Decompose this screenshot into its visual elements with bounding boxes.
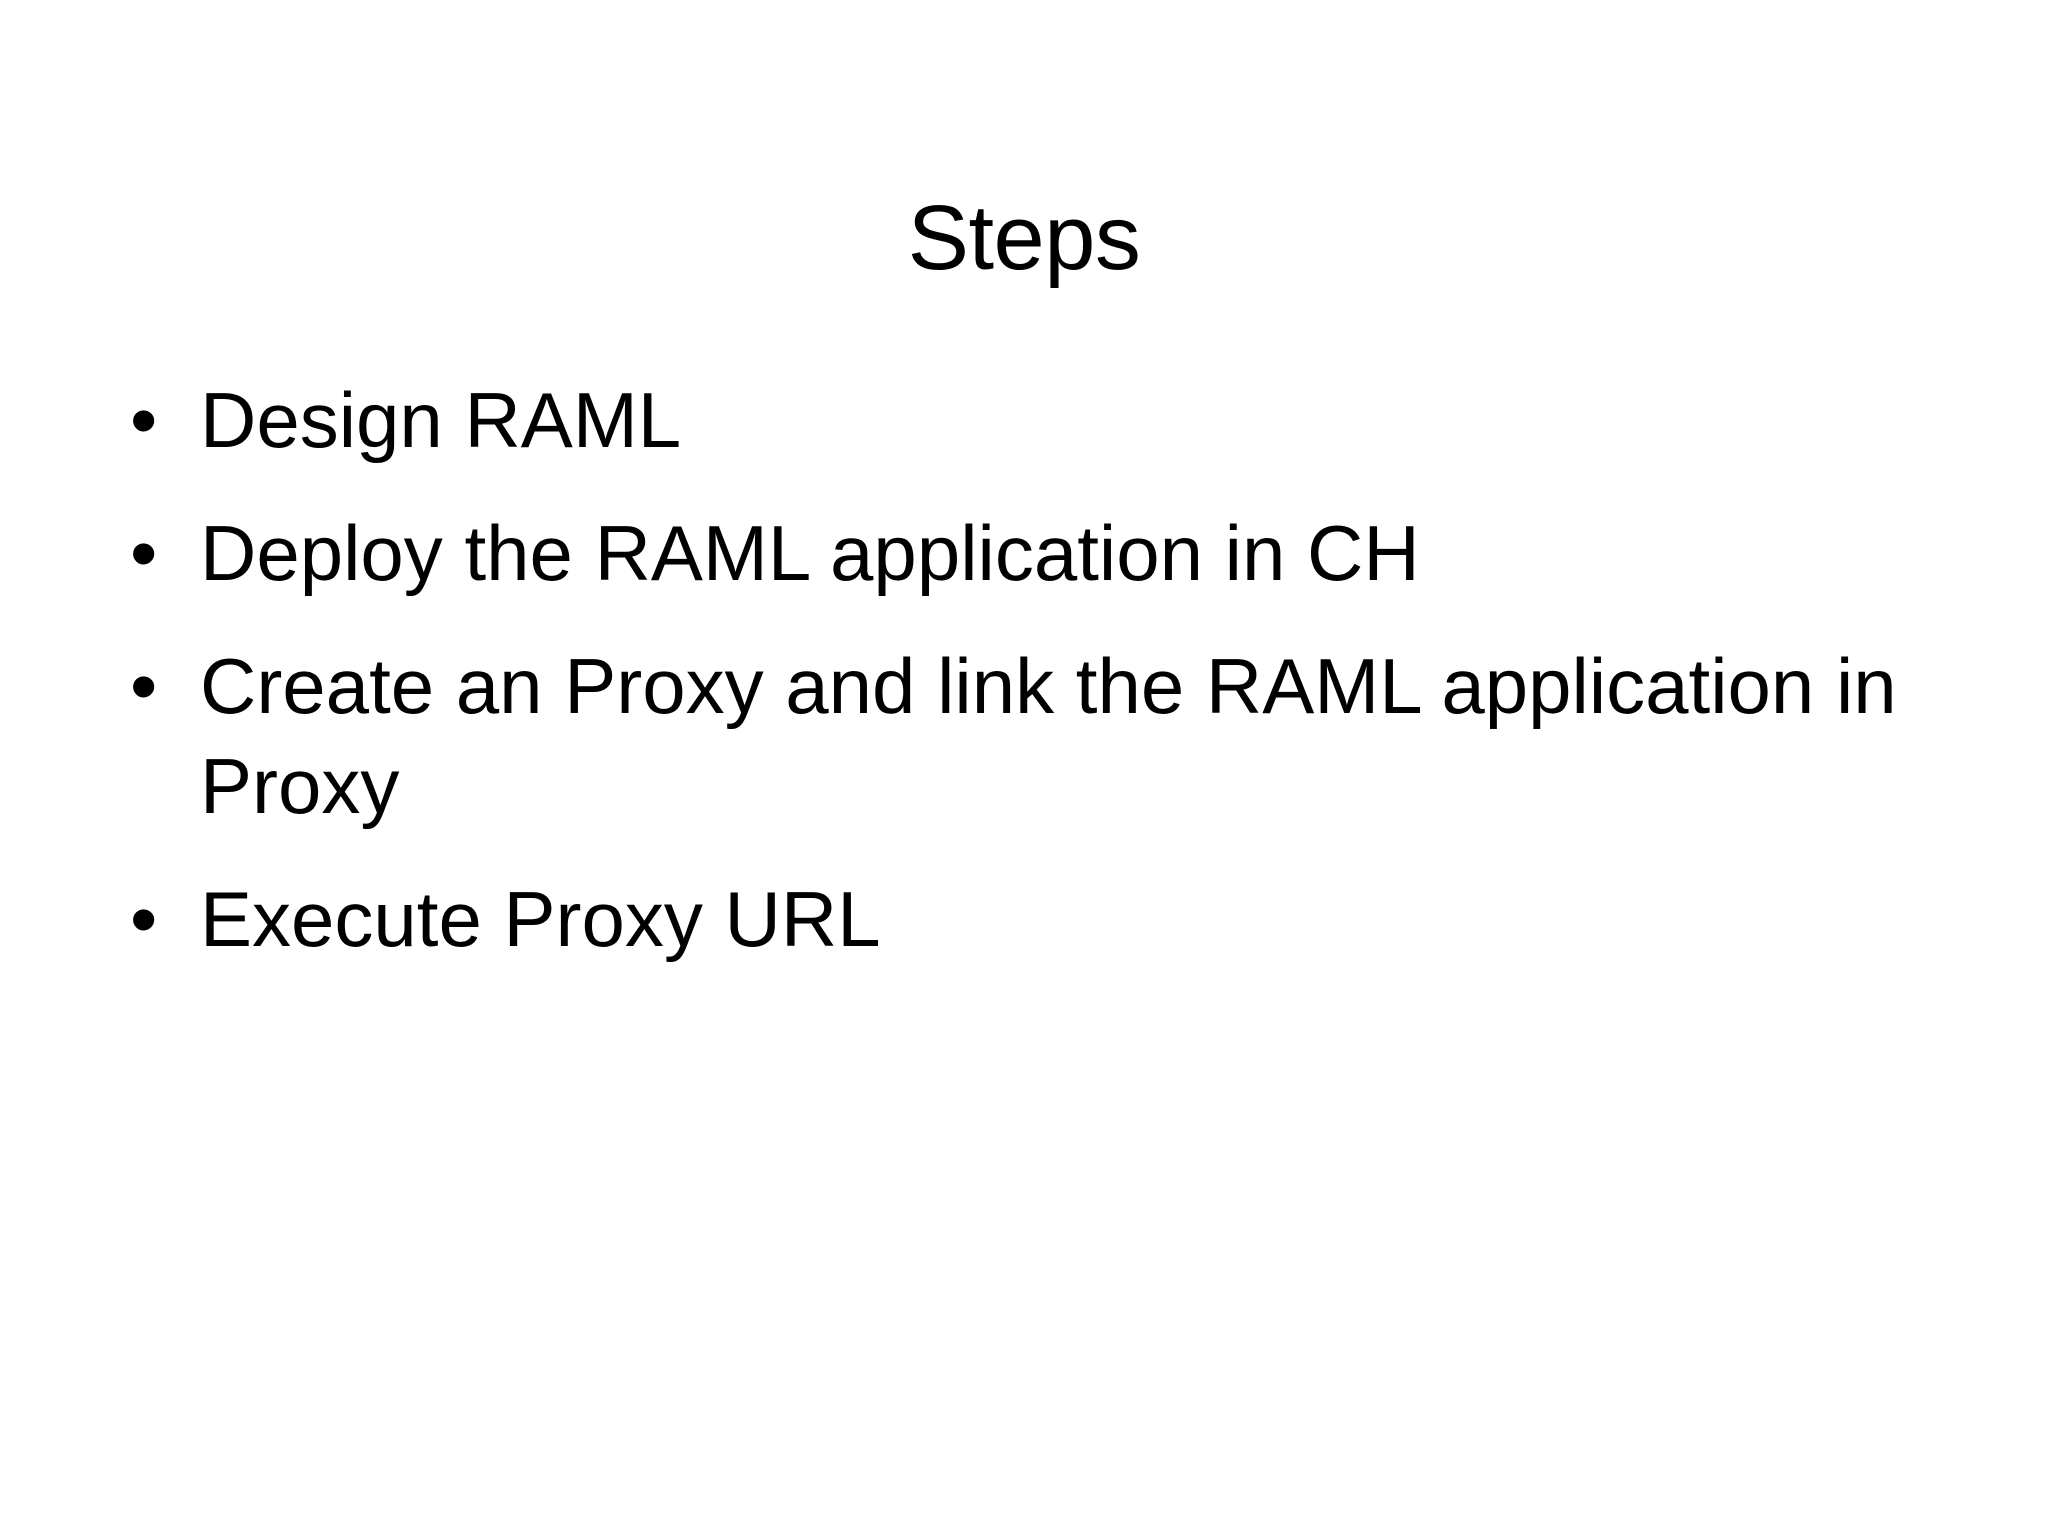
bullet-text: Execute Proxy URL	[200, 875, 881, 963]
bullet-text: Design RAML	[200, 376, 682, 464]
bullet-point-icon: •	[130, 875, 158, 963]
bullet-point-icon: •	[130, 509, 158, 597]
slide-title: Steps	[907, 186, 1141, 289]
bullet-point-icon: •	[130, 376, 158, 464]
list-item[interactable]: • Deploy the RAML application in CH	[118, 503, 1948, 603]
bullet-text: Deploy the RAML application in CH	[200, 509, 1420, 597]
bullet-list: • Design RAML • Deploy the RAML applicat…	[118, 370, 1948, 969]
list-item[interactable]: • Design RAML	[118, 370, 1948, 470]
bullet-text: Create an Proxy and link the RAML applic…	[200, 642, 1897, 830]
list-item[interactable]: • Execute Proxy URL	[118, 869, 1948, 969]
list-item[interactable]: • Create an Proxy and link the RAML appl…	[118, 636, 1948, 836]
bullet-point-icon: •	[130, 642, 158, 730]
